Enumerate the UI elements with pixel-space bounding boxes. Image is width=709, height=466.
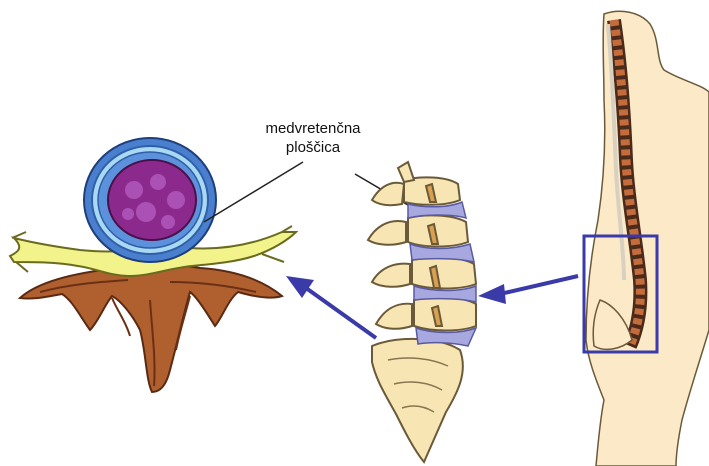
vertebra-cross-section (10, 138, 296, 392)
disc-label-line1: medvretenčna (238, 119, 388, 138)
label-pointer-to-disc (204, 162, 303, 222)
disc-label-line2: ploščica (238, 138, 388, 157)
body-silhouette (586, 11, 709, 466)
disc-label: medvretenčna ploščica (238, 119, 388, 157)
arrow-body-to-spine (478, 276, 578, 304)
body-side-view (586, 11, 709, 466)
lumbar-spine (368, 162, 476, 462)
arrow-spine-to-vertebra (286, 276, 376, 338)
vertebral-arch (20, 264, 282, 392)
